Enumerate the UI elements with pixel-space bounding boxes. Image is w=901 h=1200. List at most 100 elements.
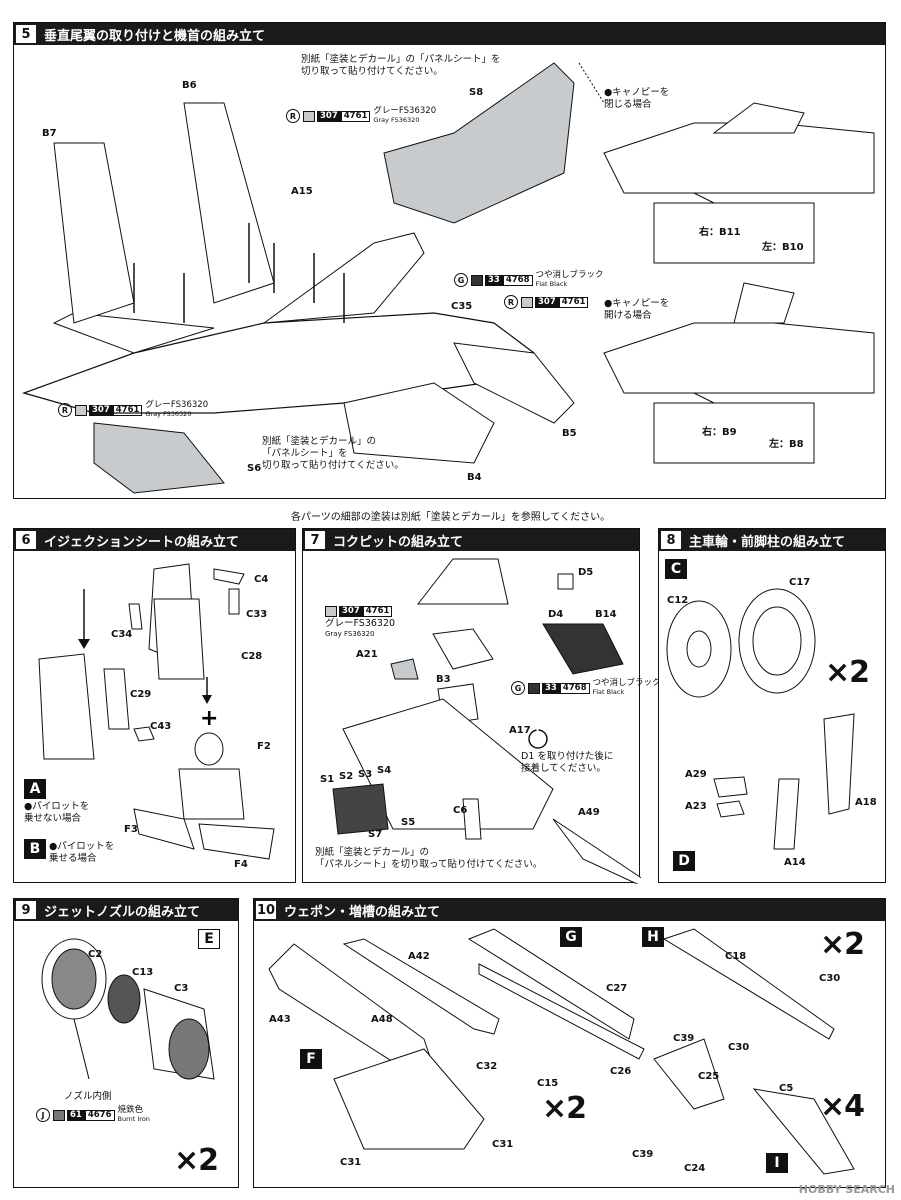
paint-gray-cockpit-name: グレーFS36320 [325, 618, 396, 629]
part-c31a: C31 [492, 1139, 514, 1150]
watermark: HOBBY SEARCH [798, 1183, 895, 1196]
step8-number: 8 [661, 531, 681, 549]
part-c12: C12 [667, 595, 689, 606]
part-c33: C33 [246, 609, 268, 620]
sheet-note-top: 別紙「塗装とデカール」の「パネルシート」を 切り取って貼り付けてください。 [301, 54, 501, 77]
part-b6: B6 [182, 80, 197, 91]
part-a17: A17 [509, 725, 531, 736]
option-a-text: ●パイロットを 乗せない場合 [24, 801, 90, 824]
step9-title: ジェットノズルの組み立て [44, 904, 201, 920]
warn-icon: ! [535, 727, 541, 740]
option-a-badge: A [24, 779, 46, 799]
part-c4: C4 [254, 574, 269, 585]
step5-title: 垂直尾翼の取り付けと機首の組み立て [44, 28, 266, 44]
part-d5: D5 [578, 567, 594, 578]
multiplier-g: ×2 [542, 1091, 587, 1126]
step10-title: ウェポン・増槽の組み立て [284, 904, 441, 920]
letter-i: I [766, 1153, 788, 1173]
multiplier-wheels: ×2 [825, 655, 870, 690]
step9-number: 9 [16, 901, 36, 919]
part-s2: S2 [339, 771, 354, 782]
canopy-open-right: 右：B9 [702, 427, 737, 438]
part-a42: A42 [408, 951, 430, 962]
part-a49: A49 [578, 807, 600, 818]
multiplier-i: ×4 [820, 1089, 865, 1124]
part-c15: C15 [537, 1078, 559, 1089]
part-c43: C43 [150, 721, 172, 732]
canopy-closed-left: 左：B10 [762, 242, 804, 253]
part-s5: S5 [401, 817, 416, 828]
part-c31b: C31 [340, 1157, 362, 1168]
step7-number: 7 [305, 531, 325, 549]
sheet-note-bottom: 別紙「塗装とデカール」の 「パネルシート」を 切り取って貼り付けてください。 [262, 436, 404, 471]
step6-header: 6 イジェクションシートの組み立て [14, 529, 295, 551]
part-c25: C25 [698, 1071, 720, 1082]
part-d4: D4 [548, 609, 564, 620]
part-c35: C35 [451, 301, 473, 312]
part-c17: C17 [789, 577, 811, 588]
part-c30a: C30 [819, 973, 841, 984]
part-c34: C34 [111, 629, 133, 640]
step8-title: 主車輪・前脚柱の組み立て [689, 534, 846, 550]
part-f4: F4 [234, 859, 248, 870]
part-c6: C6 [453, 805, 468, 816]
part-s4: S4 [377, 765, 392, 776]
part-c39b: C39 [632, 1149, 654, 1160]
part-c28: C28 [241, 651, 263, 662]
svg-text:+: + [200, 706, 218, 731]
letter-c: C [665, 559, 687, 579]
part-s3: S3 [358, 769, 373, 780]
step8-header: 8 主車輪・前脚柱の組み立て [659, 529, 885, 551]
part-a21: A21 [356, 649, 378, 660]
part-a14: A14 [784, 857, 806, 868]
part-b4: B4 [467, 472, 482, 483]
part-s6: S6 [247, 463, 262, 474]
multiplier-h: ×2 [820, 927, 865, 962]
step6-panel: 6 イジェクションシートの組み立て + C4 C33 C34 C28 C29 C… [13, 528, 296, 883]
part-a48: A48 [371, 1014, 393, 1025]
step8-illustration [666, 588, 855, 850]
part-c18: C18 [725, 951, 747, 962]
letter-d: D [673, 851, 695, 871]
part-b14: B14 [595, 609, 617, 620]
multiplier-nozzle: ×2 [174, 1143, 219, 1178]
part-c13: C13 [132, 967, 154, 978]
part-a43: A43 [269, 1014, 291, 1025]
step7-illustration [332, 558, 641, 884]
letter-g: G [560, 927, 582, 947]
step9-illustration [41, 938, 215, 1080]
part-f2: F2 [257, 741, 271, 752]
step6-title: イジェクションシートの組み立て [44, 534, 240, 550]
paint-gray-cockpit-name-en: Gray FS36320 [325, 630, 375, 638]
part-f3: F3 [124, 824, 138, 835]
part-c27: C27 [606, 983, 628, 994]
step6-illustration: + [38, 563, 275, 860]
nozzle-inner-label: ノズル内側 [64, 1091, 112, 1102]
detail-paint-note: 各パーツの細部の塗装は別紙「塗装とデカール」を参照してください。 [290, 512, 611, 523]
canopy-open-label: ●キャノピーを 開ける場合 [604, 298, 670, 321]
step7-title: コクピットの組み立て [333, 534, 464, 550]
letter-f: F [300, 1049, 322, 1069]
paint-gray-cockpit: 307 4761 [325, 606, 395, 617]
step10-header: 10 ウェポン・増槽の組み立て [254, 899, 885, 921]
canopy-closed-label: ●キャノピーを 閉じる場合 [604, 87, 670, 110]
paint-gray-nose: R 307 4761 [504, 295, 591, 309]
letter-e: E [198, 929, 220, 949]
part-c2: C2 [88, 949, 103, 960]
part-c5: C5 [779, 1083, 794, 1094]
step10-illustration [268, 928, 855, 1175]
cockpit-sheet-note: 別紙「塗装とデカール」の 「パネルシート」を切り取って貼り付けてください。 [315, 847, 543, 870]
step7-panel: 7 コクピットの組み立て D5 D4 B14 A21 B3 A17 C6 A49… [302, 528, 661, 884]
step5-header: 5 垂直尾翼の取り付けと機首の組み立て [14, 23, 885, 45]
part-c26: C26 [610, 1066, 632, 1077]
part-c3: C3 [174, 983, 189, 994]
part-a23: A23 [685, 801, 707, 812]
step10-number: 10 [256, 901, 276, 919]
part-c32: C32 [476, 1061, 498, 1072]
part-b7: B7 [42, 128, 57, 139]
step5-illustration [22, 62, 875, 494]
canopy-open-left: 左：B8 [769, 439, 804, 450]
